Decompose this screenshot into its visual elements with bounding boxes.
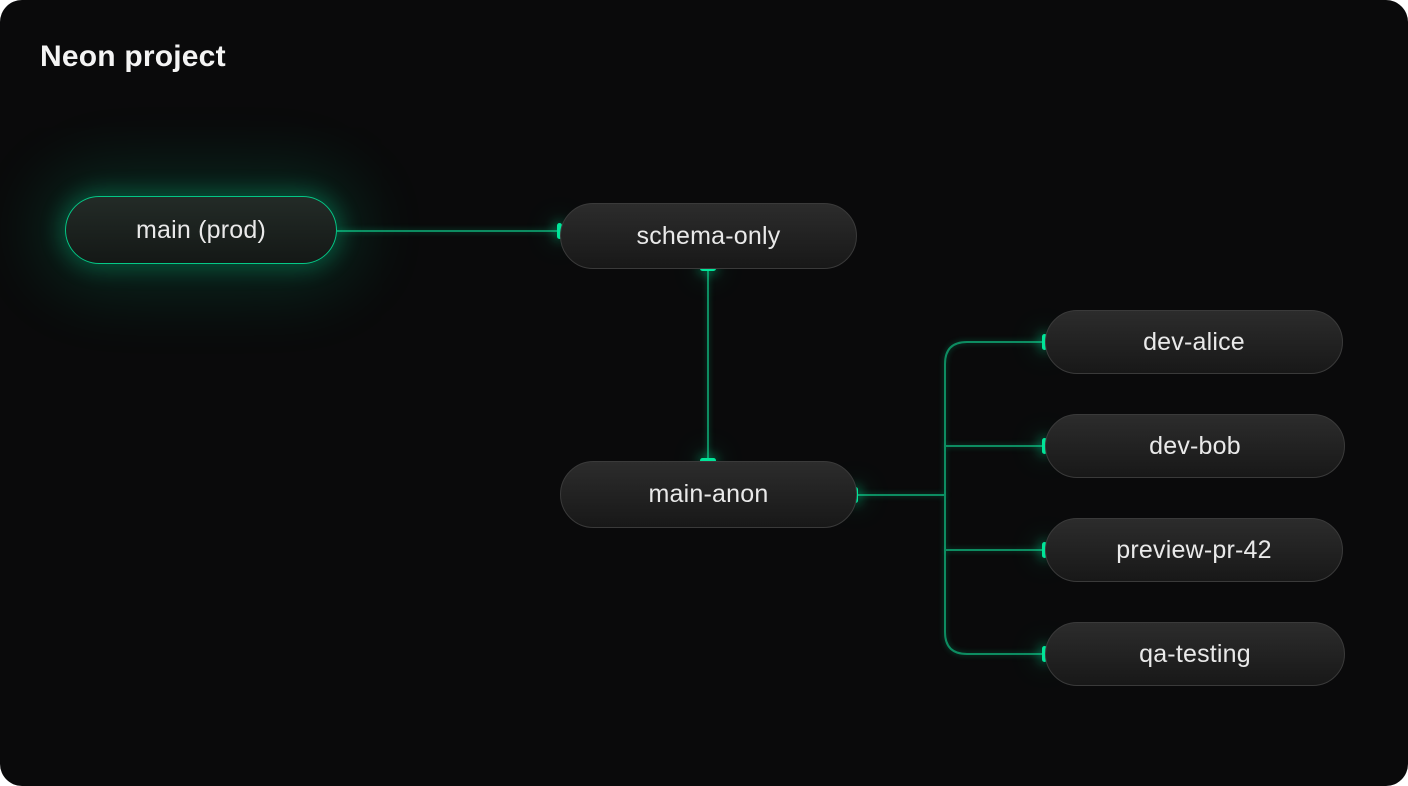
branch-node-main-anon[interactable]: main-anon	[560, 461, 857, 528]
page-title: Neon project	[40, 40, 226, 73]
edge-main-anon-qa-testing	[944, 495, 1044, 655]
branch-node-label: qa-testing	[1139, 639, 1251, 668]
branch-node-dev-alice[interactable]: dev-alice	[1045, 310, 1343, 374]
branch-node-label: dev-bob	[1149, 431, 1241, 460]
branch-node-label: main-anon	[648, 480, 769, 508]
branch-node-label: dev-alice	[1143, 327, 1245, 356]
branch-node-label: main (prod)	[135, 215, 267, 244]
branch-node-dev-bob[interactable]: dev-bob	[1045, 414, 1345, 478]
edge-main-anon-dev-alice	[944, 341, 1044, 495]
branch-node-schema-only[interactable]: schema-only	[560, 203, 857, 269]
branch-node-label: preview-pr-42	[1116, 535, 1272, 564]
branch-node-label: schema-only	[636, 221, 781, 250]
branch-node-qa-testing[interactable]: qa-testing	[1045, 622, 1345, 686]
branch-node-main-prod[interactable]: main (prod)	[65, 196, 337, 264]
branch-node-preview-pr-42[interactable]: preview-pr-42	[1045, 518, 1343, 582]
